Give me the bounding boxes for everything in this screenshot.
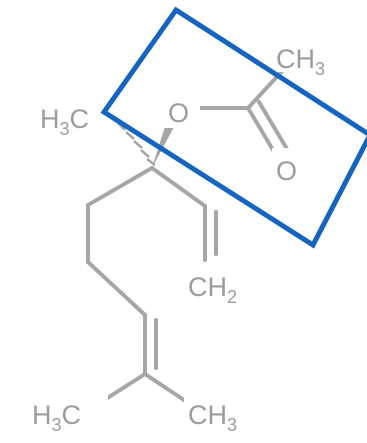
atom-labels: CH3 H3C O O CH2 H3C CH3 (28, 34, 340, 435)
ester-oxygen-label: O (168, 98, 189, 128)
methyl-bottom-right-label: CH3 (188, 400, 237, 435)
vinyl-terminal-label: CH2 (188, 272, 237, 307)
bond-chain-3 (86, 260, 147, 317)
methyl-bottom-left-label: H3C (32, 400, 81, 435)
methyl-top-right-label: CH3 (276, 44, 325, 79)
bond-carbonyl-double-1 (246, 106, 278, 157)
highlight-box (100, 6, 367, 249)
bond-chain-1 (86, 166, 154, 207)
bond-to-bottom-right-methyl (143, 372, 192, 406)
bond-stereocenter-to-vinyl (150, 166, 207, 208)
methyl-left-label: H3C (40, 104, 89, 139)
carbonyl-oxygen-label: O (276, 156, 297, 186)
bond-carbonyl-double-2 (257, 100, 289, 151)
